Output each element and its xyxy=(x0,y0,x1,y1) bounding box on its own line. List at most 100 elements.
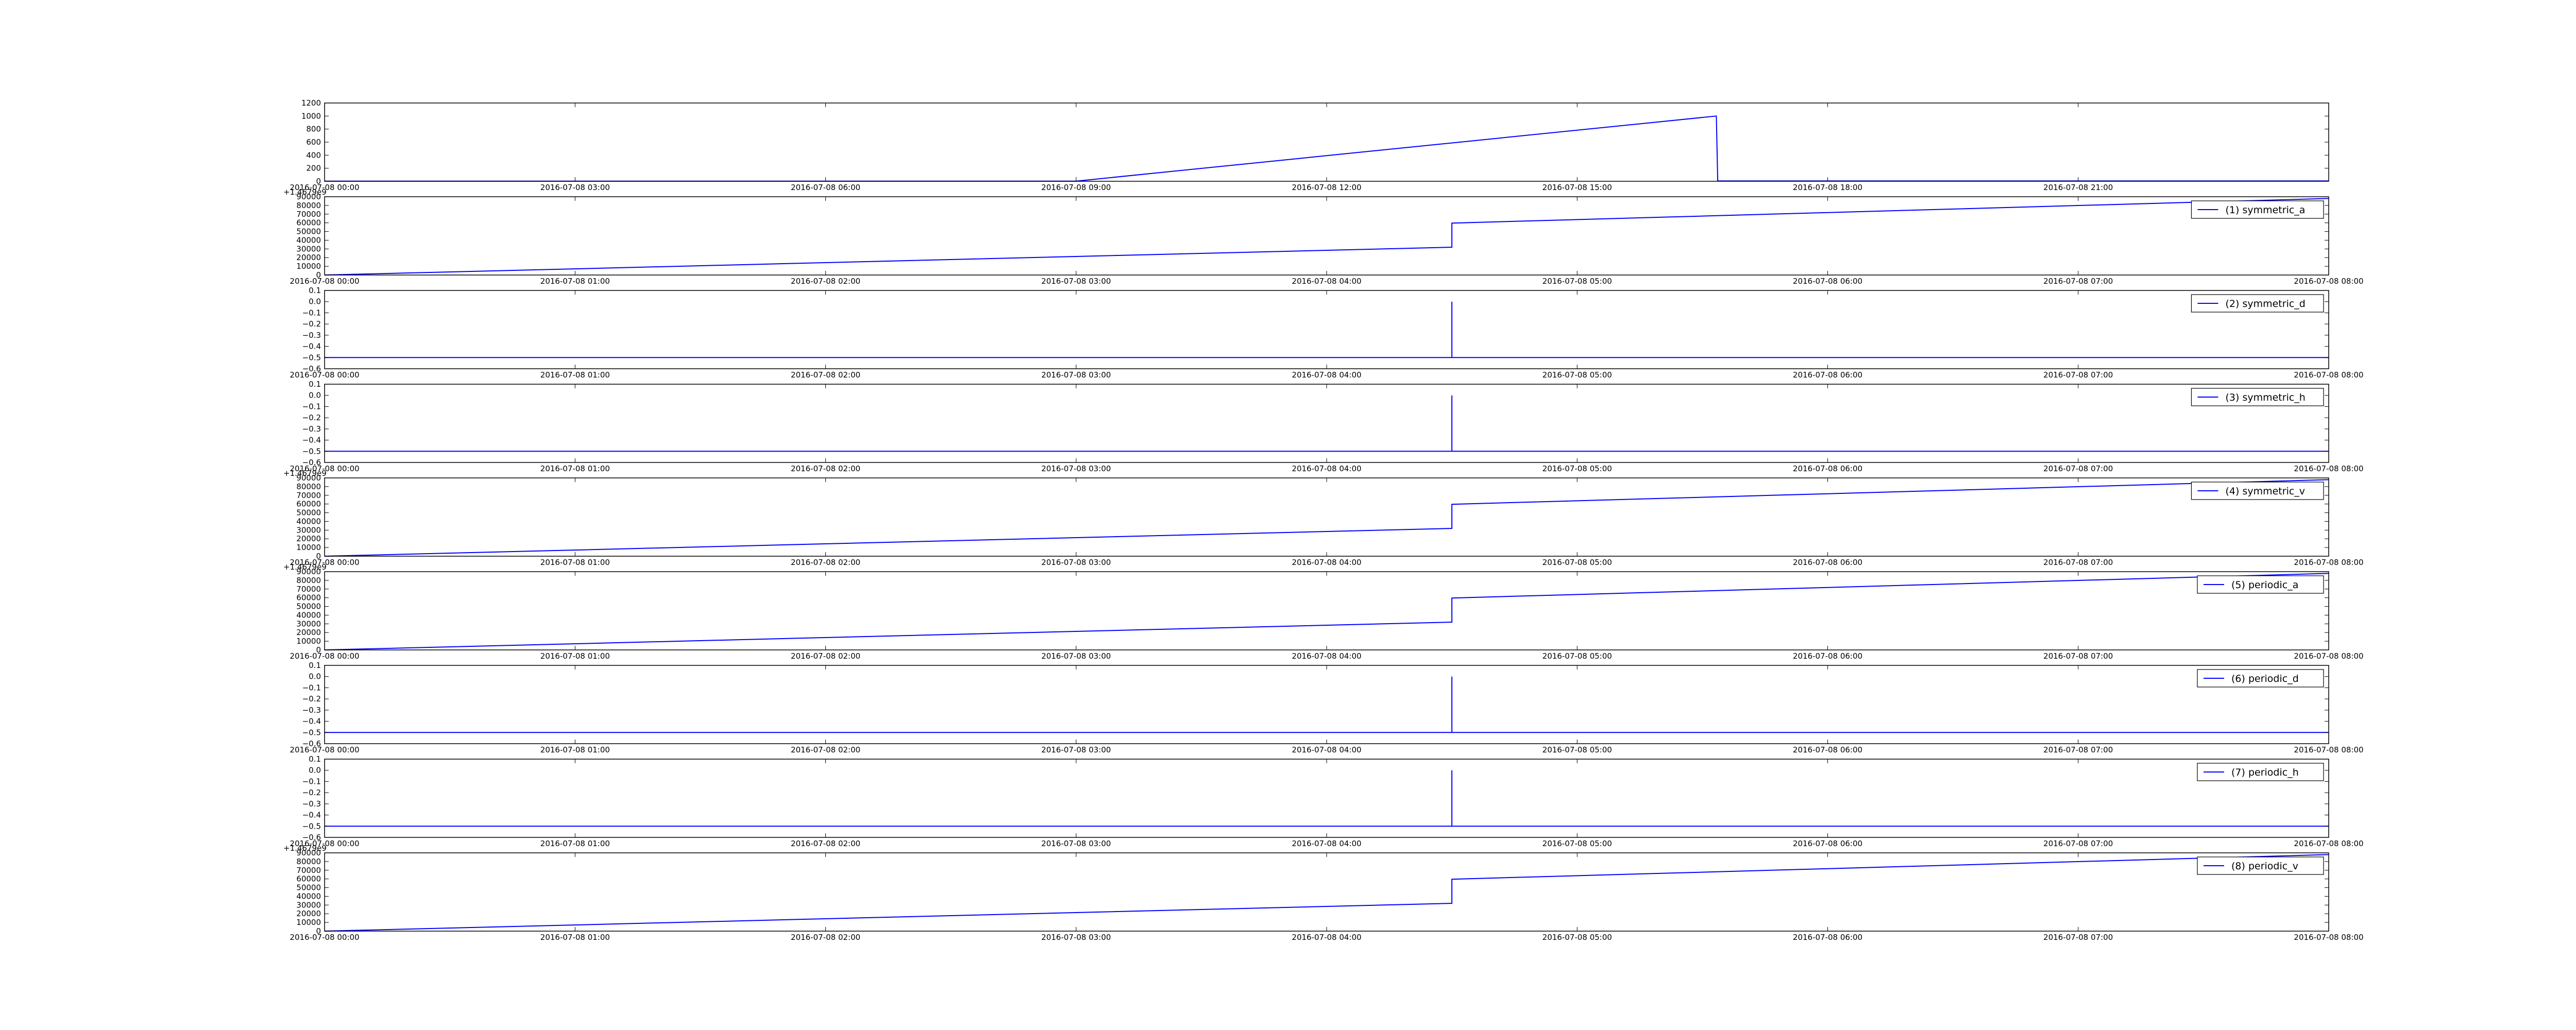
y-tick-label: 0 xyxy=(316,552,321,561)
y-tick-label: 40000 xyxy=(296,610,321,620)
subplot-7: −0.6−0.5−0.4−0.3−0.2−0.10.00.12016-07-08… xyxy=(290,661,2363,754)
y-tick-label: 60000 xyxy=(296,593,321,603)
subplot-2: 0100002000030000400005000060000700008000… xyxy=(283,187,2364,286)
x-tick-label: 2016-07-08 04:00 xyxy=(1292,558,1361,567)
legend-label: (7) periodic_h xyxy=(2231,767,2299,778)
y-tick-label: 90000 xyxy=(296,473,321,483)
y-tick-label: 20000 xyxy=(296,628,321,637)
x-tick-label: 2016-07-08 03:00 xyxy=(540,183,610,192)
x-tick-label: 2016-07-08 03:00 xyxy=(1041,933,1111,942)
x-tick-label: 2016-07-08 07:00 xyxy=(2043,464,2113,473)
x-tick-label: 2016-07-08 01:00 xyxy=(540,558,610,567)
y-tick-label: 70000 xyxy=(296,585,321,594)
x-tick-label: 2016-07-08 00:00 xyxy=(290,464,359,473)
axes-frame xyxy=(324,759,2329,838)
x-tick-label: 2016-07-08 07:00 xyxy=(2043,745,2113,754)
x-tick-label: 2016-07-08 01:00 xyxy=(540,933,610,942)
x-tick-label: 2016-07-08 00:00 xyxy=(290,839,359,848)
x-tick-label: 2016-07-08 00:00 xyxy=(290,277,359,286)
y-tick-label: −0.1 xyxy=(302,777,321,786)
y-tick-label: −0.2 xyxy=(302,319,321,329)
y-tick-label: −0.5 xyxy=(302,447,321,456)
x-tick-label: 2016-07-08 06:00 xyxy=(1793,933,1862,942)
x-tick-label: 2016-07-08 08:00 xyxy=(2294,464,2363,473)
subplot-3: −0.6−0.5−0.4−0.3−0.2−0.10.00.12016-07-08… xyxy=(290,286,2363,380)
x-tick-label: 2016-07-08 08:00 xyxy=(2294,933,2363,942)
y-tick-label: 600 xyxy=(306,138,321,147)
y-tick-label: 0.1 xyxy=(309,754,321,764)
x-tick-label: 2016-07-08 05:00 xyxy=(1543,558,1612,567)
y-tick-label: −0.3 xyxy=(302,331,321,340)
y-tick-label: 70000 xyxy=(296,210,321,219)
x-tick-label: 2016-07-08 03:00 xyxy=(1041,464,1111,473)
subplot-4: −0.6−0.5−0.4−0.3−0.2−0.10.00.12016-07-08… xyxy=(290,380,2363,473)
x-tick-label: 2016-07-08 08:00 xyxy=(2294,745,2363,754)
x-tick-label: 2016-07-08 12:00 xyxy=(1292,183,1361,192)
y-tick-label: −0.4 xyxy=(302,342,321,351)
x-tick-label: 2016-07-08 07:00 xyxy=(2043,651,2113,661)
y-tick-label: 30000 xyxy=(296,525,321,535)
y-tick-label: 1000 xyxy=(301,111,321,121)
y-tick-label: 0 xyxy=(316,926,321,936)
legend: (6) periodic_d xyxy=(2197,669,2324,688)
x-tick-label: 2016-07-08 01:00 xyxy=(540,651,610,661)
y-tick-label: 50000 xyxy=(296,602,321,611)
y-tick-label: 80000 xyxy=(296,576,321,585)
x-tick-label: 2016-07-08 08:00 xyxy=(2294,839,2363,848)
series-line-3-1 xyxy=(325,301,2329,358)
x-tick-label: 2016-07-08 05:00 xyxy=(1543,277,1612,286)
y-tick-label: −0.1 xyxy=(302,308,321,317)
x-tick-label: 2016-07-08 06:00 xyxy=(791,183,860,192)
x-tick-label: 2016-07-08 08:00 xyxy=(2294,277,2363,286)
y-tick-label: 200 xyxy=(306,164,321,173)
y-tick-label: −0.2 xyxy=(302,413,321,422)
subplot-8: −0.6−0.5−0.4−0.3−0.2−0.10.00.12016-07-08… xyxy=(290,754,2363,848)
legend: (4) symmetric_v xyxy=(2191,482,2324,500)
legend: (8) periodic_v xyxy=(2197,856,2324,875)
x-tick-label: 2016-07-08 03:00 xyxy=(1041,277,1111,286)
x-tick-label: 2016-07-08 07:00 xyxy=(2043,933,2113,942)
y-tick-label: 70000 xyxy=(296,491,321,500)
y-tick-label: 40000 xyxy=(296,517,321,526)
y-tick-label: 0.0 xyxy=(309,391,321,400)
y-tick-label: 60000 xyxy=(296,218,321,228)
x-tick-label: 2016-07-08 06:00 xyxy=(1793,745,1862,754)
y-tick-label: −0.3 xyxy=(302,424,321,434)
x-tick-label: 2016-07-08 04:00 xyxy=(1292,370,1361,380)
legend: (5) periodic_a xyxy=(2197,575,2324,594)
y-tick-label: 30000 xyxy=(296,619,321,628)
y-tick-label: 0.1 xyxy=(309,661,321,670)
x-tick-label: 2016-07-08 03:00 xyxy=(1041,651,1111,661)
subplot-6: 0100002000030000400005000060000700008000… xyxy=(283,562,2364,661)
subplot-5: 0100002000030000400005000060000700008000… xyxy=(283,469,2364,567)
x-tick-label: 2016-07-08 07:00 xyxy=(2043,277,2113,286)
y-tick-label: 0 xyxy=(316,645,321,655)
axes-frame xyxy=(324,477,2329,557)
subplot-9: 0100002000030000400005000060000700008000… xyxy=(283,844,2364,942)
offset-label: +1.4679e9 xyxy=(283,562,327,572)
x-tick-label: 2016-07-08 00:00 xyxy=(290,183,359,192)
x-tick-label: 2016-07-08 06:00 xyxy=(1793,651,1862,661)
y-tick-label: 90000 xyxy=(296,848,321,857)
y-tick-label: 90000 xyxy=(296,567,321,576)
x-tick-label: 2016-07-08 02:00 xyxy=(791,839,860,848)
y-tick-label: 0.1 xyxy=(309,380,321,389)
y-tick-label: −0.3 xyxy=(302,799,321,809)
x-tick-label: 2016-07-08 08:00 xyxy=(2294,651,2363,661)
x-tick-label: 2016-07-08 05:00 xyxy=(1543,933,1612,942)
y-tick-label: 0 xyxy=(316,177,321,186)
x-tick-label: 2016-07-08 18:00 xyxy=(1793,183,1862,192)
y-tick-label: −0.2 xyxy=(302,694,321,703)
x-tick-label: 2016-07-08 01:00 xyxy=(540,464,610,473)
y-tick-label: 400 xyxy=(306,150,321,160)
x-tick-label: 2016-07-08 03:00 xyxy=(1041,839,1111,848)
y-tick-label: 10000 xyxy=(296,543,321,552)
x-tick-label: 2016-07-08 02:00 xyxy=(791,370,860,380)
y-tick-label: −0.5 xyxy=(302,353,321,362)
axes-frame xyxy=(324,852,2329,932)
legend: (1) symmetric_a xyxy=(2191,200,2324,219)
legend-label: (3) symmetric_h xyxy=(2226,392,2306,403)
x-tick-label: 2016-07-08 08:00 xyxy=(2294,558,2363,567)
